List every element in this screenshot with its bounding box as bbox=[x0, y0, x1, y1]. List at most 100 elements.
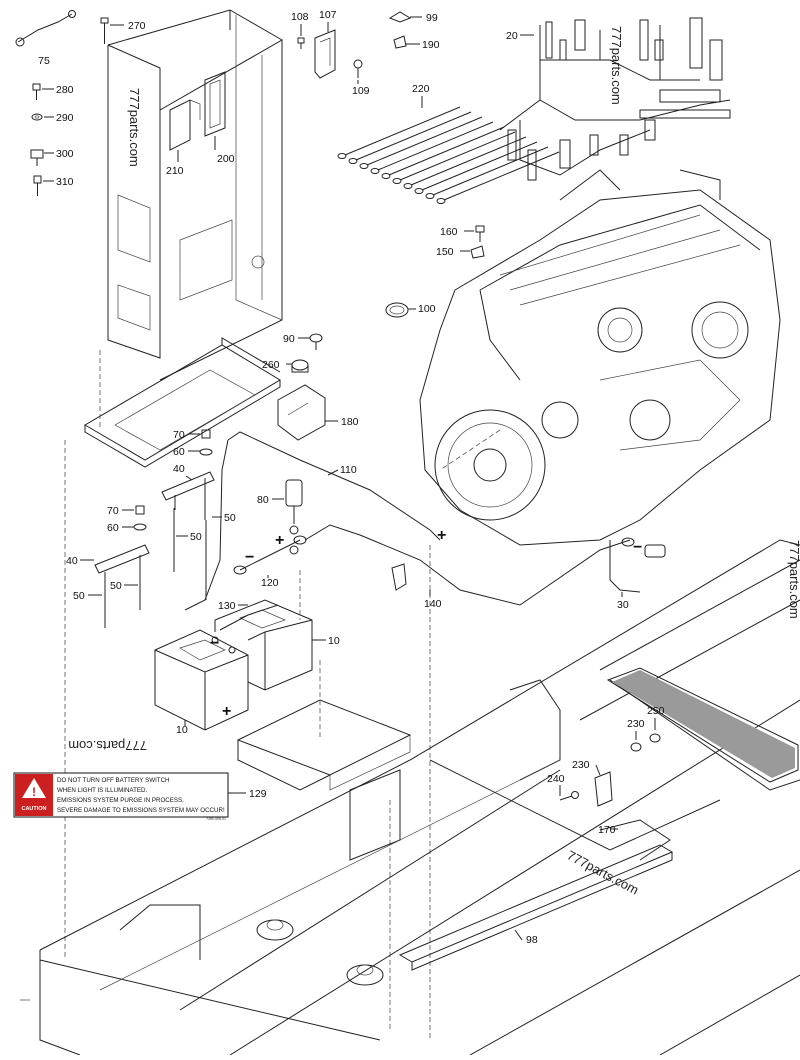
watermark-text: 777parts.com bbox=[68, 738, 147, 753]
clamp-100 bbox=[385, 302, 409, 318]
battery-cable bbox=[344, 106, 461, 156]
connector-block bbox=[709, 39, 723, 81]
callout-300: 300 bbox=[56, 148, 74, 160]
screw-108 bbox=[297, 37, 305, 49]
callout-160: 160 bbox=[440, 226, 458, 238]
callout-40: 40 bbox=[173, 463, 185, 475]
cable-lug bbox=[370, 168, 380, 174]
isolator-mounts bbox=[256, 919, 384, 986]
callout-90: 90 bbox=[283, 333, 295, 345]
nut-70-lower bbox=[135, 505, 145, 515]
caution-line-2: WHEN LIGHT IS ILLUMINATED. bbox=[57, 787, 147, 794]
bolt-240 bbox=[559, 791, 579, 801]
battery-cable bbox=[388, 126, 505, 176]
callout-240: 240 bbox=[547, 773, 565, 785]
callout-60: 60 bbox=[107, 522, 119, 534]
leader-line bbox=[514, 929, 523, 941]
battery-tray bbox=[84, 337, 281, 468]
callout-180: 180 bbox=[341, 416, 359, 428]
callout-130: 130 bbox=[218, 600, 236, 612]
screw-109 bbox=[353, 59, 363, 78]
callout-109: 109 bbox=[352, 85, 370, 97]
bolt-310 bbox=[33, 175, 42, 196]
positive-mark: + bbox=[222, 703, 231, 720]
callout-50: 50 bbox=[190, 531, 202, 543]
callout-50: 50 bbox=[110, 580, 122, 592]
callout-230: 230 bbox=[627, 718, 645, 730]
cable-lug bbox=[359, 163, 369, 169]
step-plate-98 bbox=[398, 844, 674, 971]
callout-99: 99 bbox=[426, 12, 438, 24]
bracket-230-lower bbox=[594, 771, 613, 807]
hold-down-40-lower bbox=[94, 544, 150, 628]
cable-lug bbox=[381, 173, 391, 179]
battery-cable bbox=[410, 136, 527, 186]
callout-98: 98 bbox=[526, 934, 538, 946]
bolt-280 bbox=[32, 83, 41, 100]
fuse-80 bbox=[285, 479, 303, 555]
battery-cable bbox=[355, 111, 472, 161]
callout-250: 250 bbox=[647, 705, 665, 717]
connector-block bbox=[574, 19, 586, 51]
cable-120 bbox=[233, 535, 307, 575]
callout-108: 108 bbox=[291, 11, 309, 23]
callout-280: 280 bbox=[56, 84, 74, 96]
connector-block bbox=[545, 21, 553, 59]
connector-block bbox=[689, 17, 703, 69]
bolt-300 bbox=[30, 149, 44, 166]
battery-cable bbox=[366, 116, 483, 166]
battery-box-housing bbox=[107, 9, 283, 381]
isolator-260 bbox=[291, 359, 309, 373]
watermark-text: 777parts.com bbox=[127, 88, 142, 167]
connector-block bbox=[589, 134, 599, 156]
bracket-210 bbox=[169, 99, 201, 151]
bracket-200 bbox=[204, 71, 226, 137]
caution-line-4: SEVERE DAMAGE TO EMISSIONS SYSTEM MAY OC… bbox=[57, 807, 225, 814]
callout-107: 107 bbox=[319, 9, 337, 21]
battery-cable bbox=[421, 141, 538, 191]
cable-lug bbox=[403, 183, 413, 189]
callout-10: 10 bbox=[328, 635, 340, 647]
callout-170: 170 bbox=[598, 824, 616, 836]
washer-60-upper bbox=[199, 448, 213, 456]
battery-10-front bbox=[154, 629, 249, 731]
callout-129: 129 bbox=[249, 788, 267, 800]
negative-mark: − bbox=[633, 539, 642, 556]
negative-mark: − bbox=[210, 635, 219, 652]
chassis-frame bbox=[20, 539, 800, 1056]
connector-block bbox=[559, 39, 567, 61]
callout-leaders bbox=[42, 16, 656, 941]
callout-20: 20 bbox=[506, 30, 518, 42]
callout-210: 210 bbox=[166, 165, 184, 177]
watermark-text: 777parts.com bbox=[609, 26, 624, 105]
exclamation-icon: ! bbox=[32, 785, 36, 799]
boot-140 bbox=[391, 563, 407, 591]
callout-100: 100 bbox=[418, 303, 436, 315]
nut-70-upper bbox=[201, 429, 211, 439]
clip-99 bbox=[388, 11, 412, 23]
caution-decal-129: ! CAUTION DO NOT TURN OFF BATTERY SWITCH… bbox=[13, 772, 229, 821]
cable-140 bbox=[304, 524, 631, 606]
cover-plate bbox=[236, 699, 412, 791]
callout-30: 30 bbox=[617, 599, 629, 611]
callout-70: 70 bbox=[173, 429, 185, 441]
callout-310: 310 bbox=[56, 176, 74, 188]
callout-70: 70 bbox=[107, 505, 119, 517]
engine-assembly bbox=[419, 169, 781, 546]
polarity-marks: + − + − + − bbox=[210, 527, 642, 720]
negative-mark: − bbox=[245, 549, 254, 566]
bracket-107 bbox=[314, 29, 336, 79]
battery-cable bbox=[443, 151, 560, 201]
callout-40: 40 bbox=[66, 555, 78, 567]
cable-30 bbox=[609, 537, 666, 593]
callout-80: 80 bbox=[257, 494, 269, 506]
clip-150 bbox=[470, 245, 485, 259]
callout-270: 270 bbox=[128, 20, 146, 32]
callout-60: 60 bbox=[173, 446, 185, 458]
cable-lug bbox=[337, 153, 347, 159]
callout-50: 50 bbox=[224, 512, 236, 524]
caution-line-1: DO NOT TURN OFF BATTERY SWITCH bbox=[57, 777, 170, 784]
connector-block bbox=[619, 134, 629, 156]
hold-down-40-upper bbox=[161, 471, 215, 520]
